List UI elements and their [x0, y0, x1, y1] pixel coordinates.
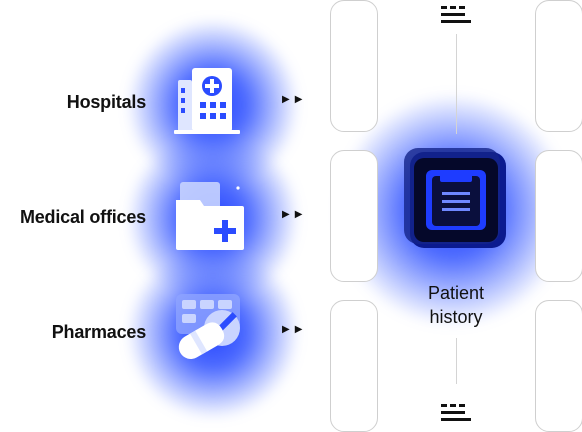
- panel-right-bottom: [535, 300, 582, 432]
- panel-right-middle: [535, 150, 582, 282]
- vertical-line-top: [456, 34, 457, 134]
- hospitals-connector-arrows: ▶▶: [282, 94, 308, 105]
- clipboard-record-icon: [404, 148, 506, 248]
- pills-icon: [176, 294, 240, 359]
- pharmaces-connector-arrows: ▶▶: [282, 324, 308, 335]
- record-lines-bottom-icon: [441, 404, 471, 421]
- medical-folder-icon: [176, 182, 244, 250]
- source-label-hospitals: Hospitals: [66, 92, 146, 112]
- vertical-line-bottom: [456, 338, 457, 384]
- source-label-medical-offices: Medical offices: [19, 207, 146, 227]
- record-lines-top-icon: [441, 6, 471, 23]
- panel-left-top: [330, 0, 378, 132]
- patient-history-label: Patient history: [386, 281, 526, 329]
- hospital-building-icon: [174, 68, 240, 134]
- patient-history-label-line1: Patient: [427, 283, 485, 303]
- patient-history-label-line2: history: [429, 307, 483, 327]
- medical-offices-connector-arrows: ▶▶: [282, 209, 308, 220]
- panel-left-bottom: [330, 300, 378, 432]
- panel-left-middle: [330, 150, 378, 282]
- panel-right-top: [535, 0, 582, 132]
- source-label-pharmaces: Pharmaces: [51, 322, 146, 342]
